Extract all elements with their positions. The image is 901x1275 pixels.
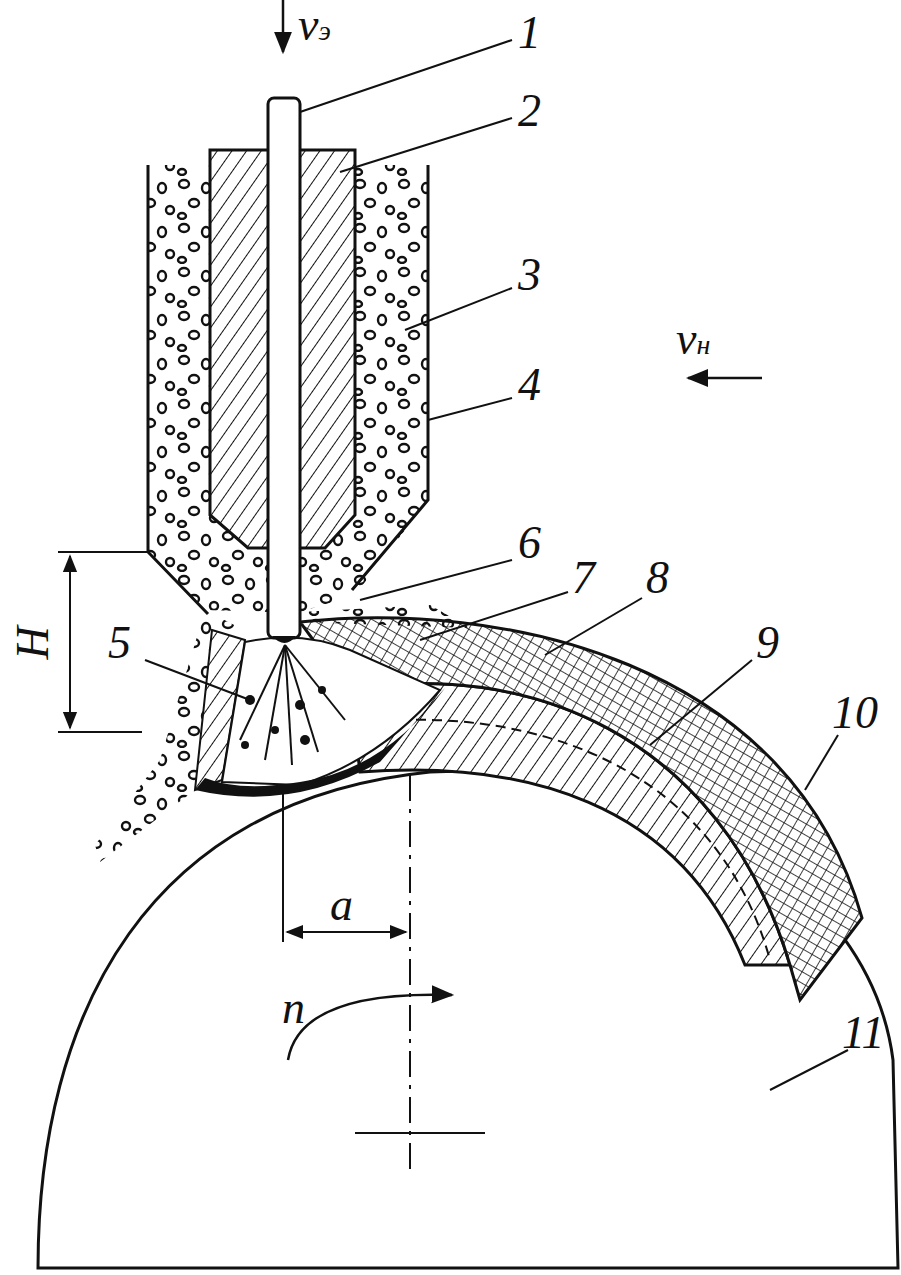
- callout-number: 11: [842, 1010, 885, 1056]
- callout-number: 4: [518, 362, 541, 408]
- velocity-label: vэ: [298, 2, 331, 48]
- callout-number: 10: [832, 690, 878, 736]
- callout-number: 1: [518, 10, 541, 56]
- callout-number: 9: [756, 620, 779, 666]
- callout-number: 6: [518, 520, 541, 566]
- velocity-label: vн: [676, 316, 710, 362]
- dimension-label: a: [330, 882, 353, 928]
- callout-number: 3: [518, 252, 541, 298]
- callout-number: 2: [518, 88, 541, 134]
- rotation-label: n: [282, 985, 305, 1031]
- dimension-label: H: [10, 626, 56, 659]
- callout-number: 7: [572, 555, 595, 601]
- callout-number: 8: [646, 555, 669, 601]
- callout-number: 5: [108, 620, 131, 666]
